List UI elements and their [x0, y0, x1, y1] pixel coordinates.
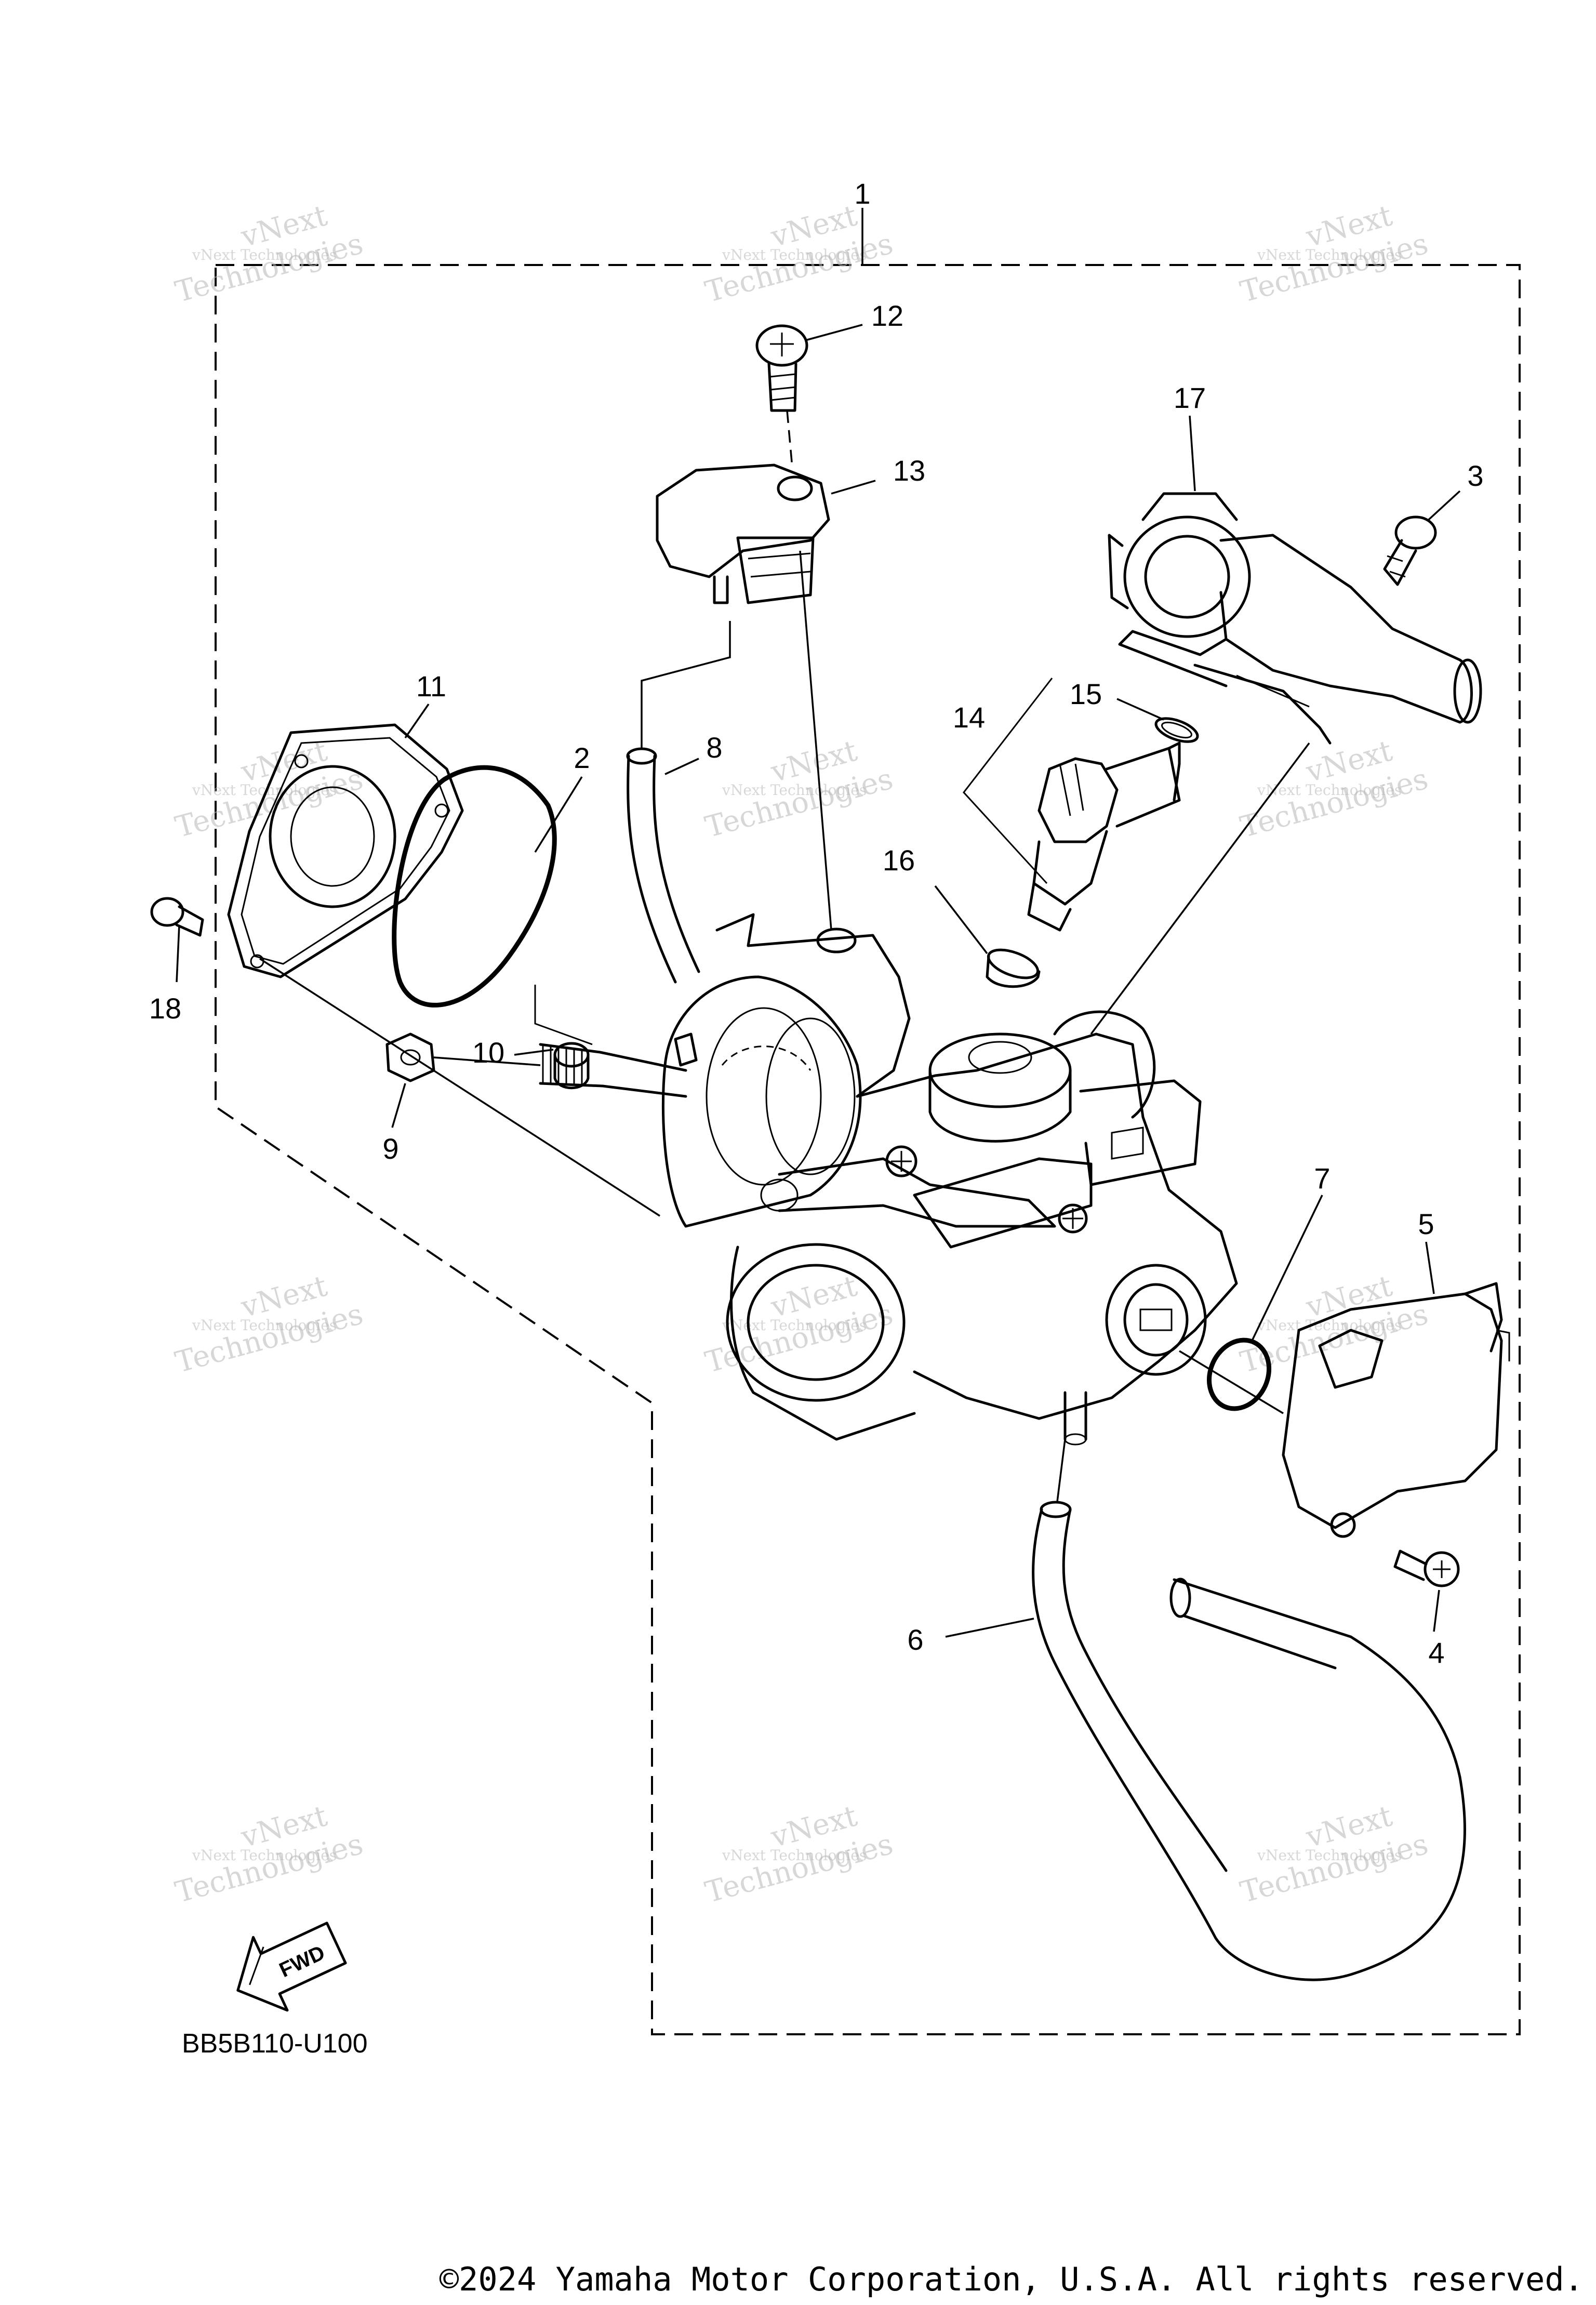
part-label-14[interactable]: 14: [953, 701, 985, 734]
cap-10-bracket: [534, 985, 593, 1045]
oring-7-drawing: [1206, 1337, 1272, 1411]
part-label-3[interactable]: 3: [1467, 459, 1483, 492]
svg-text:vNext Technologies: vNext Technologies: [1257, 781, 1402, 799]
cover-11-drawing: [227, 723, 464, 978]
part-label-11[interactable]: 11: [416, 670, 446, 703]
part-label-18[interactable]: 18: [149, 992, 181, 1025]
copyright-notice: ©2024 Yamaha Motor Corporation, U.S.A. A…: [439, 2260, 1584, 2298]
watermark-group: vNext Technologies vNext Technologies vN…: [172, 198, 1432, 1910]
tps-5-drawing: [1282, 1282, 1510, 1538]
part-label-16[interactable]: 16: [883, 844, 915, 877]
part-label-17[interactable]: 17: [1174, 381, 1206, 414]
part-label-9[interactable]: 9: [382, 1132, 398, 1165]
part-label-5[interactable]: 5: [1418, 1208, 1434, 1240]
part-label-12[interactable]: 12: [871, 299, 903, 332]
svg-text:vNext Technologies: vNext Technologies: [192, 246, 337, 263]
hose-8-drawing: [626, 747, 700, 984]
part-label-10[interactable]: 10: [472, 1036, 504, 1069]
sensor-13-drawing: [656, 463, 830, 604]
part-label-7[interactable]: 7: [1314, 1162, 1330, 1195]
stud-drawing: [539, 1043, 687, 1098]
diagram-code: BB5B110-U100: [182, 2029, 368, 2059]
throttle-body-drawing: [661, 913, 1238, 1446]
screw-18-drawing: [150, 897, 204, 937]
svg-text:vNext Technologies: vNext Technologies: [1257, 1317, 1402, 1334]
gasket-2-drawing: [392, 765, 557, 1008]
cap-10-drawing: [553, 1042, 590, 1090]
svg-text:vNext Technologies: vNext Technologies: [192, 1847, 337, 1864]
svg-text:vNext Technologies: vNext Technologies: [722, 246, 867, 263]
svg-text:vNext Technologies: vNext Technologies: [722, 781, 867, 799]
svg-text:vNext Technologies: vNext Technologies: [192, 1317, 337, 1334]
svg-text:vNext Technologies: vNext Technologies: [722, 1847, 867, 1864]
hose-6-drawing: [1032, 1501, 1466, 1981]
svg-text:vNext Technologies: vNext Technologies: [1257, 246, 1402, 263]
seal-16-drawing: [986, 948, 1041, 988]
part-label-6[interactable]: 6: [907, 1623, 923, 1656]
oring-15-drawing: [1154, 717, 1199, 743]
screw-3-drawing: [1383, 515, 1437, 586]
part-label-2[interactable]: 2: [574, 741, 590, 774]
screw-4-drawing: [1393, 1549, 1460, 1587]
assembly-boundary: [215, 264, 1521, 2035]
nut-9-drawing: [385, 1032, 435, 1082]
part-label-13[interactable]: 13: [893, 454, 925, 487]
leader-lines: [176, 208, 1461, 1638]
screw-12-drawing: [755, 324, 808, 412]
delivery-pipe-17-drawing: [1108, 492, 1482, 745]
injector-14-drawing: [1027, 741, 1181, 932]
svg-text:vNext Technologies: vNext Technologies: [722, 1317, 867, 1334]
fwd-arrow-icon: FWD: [236, 1922, 347, 2012]
installation-paths: [259, 410, 1310, 1502]
svg-text:vNext Technologies: vNext Technologies: [1257, 1847, 1402, 1864]
part-label-1[interactable]: 1: [854, 177, 870, 210]
part-label-8[interactable]: 8: [706, 731, 722, 764]
part-label-15[interactable]: 15: [1070, 678, 1102, 710]
injector-14-bracket: [963, 678, 1053, 884]
part-label-4[interactable]: 4: [1428, 1636, 1444, 1669]
